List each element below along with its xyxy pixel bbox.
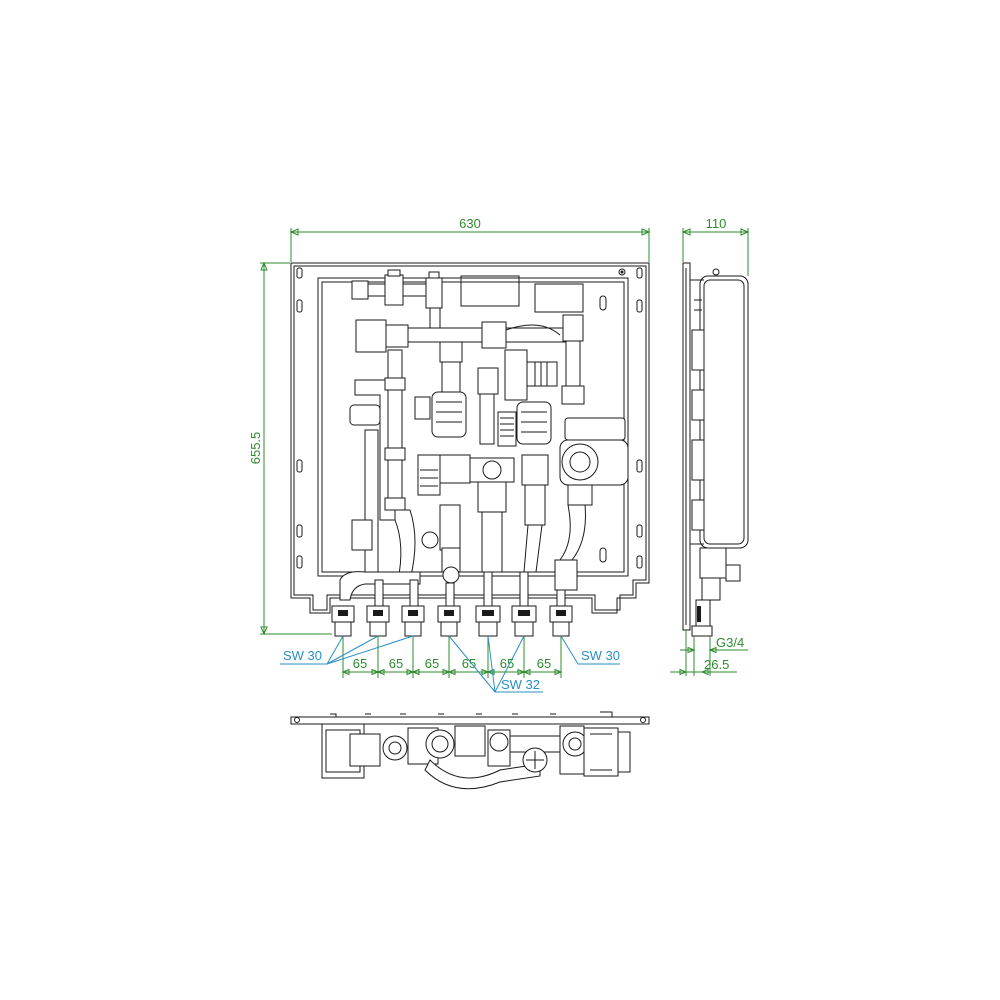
depth-label: 110 [706, 216, 727, 231]
bottom-connections [331, 571, 573, 637]
top-manifold [351, 269, 585, 405]
sw-right-label: SW 30 [581, 648, 620, 663]
spacing-label-2: 65 [389, 656, 403, 671]
spacing-label-4: 65 [462, 656, 476, 671]
center-valves [414, 341, 558, 584]
spacing-label-5: 65 [500, 656, 514, 671]
wrench-size-right: SW 30 [560, 635, 620, 665]
wrench-size-center: SW 32 [448, 635, 543, 693]
spacing-label-6: 65 [537, 656, 551, 671]
front-view [290, 262, 650, 637]
top-view [290, 711, 650, 790]
dimension-width: 630 [289, 216, 651, 262]
circulation-pump [554, 417, 629, 591]
dimension-offset: 26.5 [670, 630, 737, 676]
dimension-depth: 110 [681, 216, 750, 276]
sw-left-label: SW 30 [283, 648, 322, 663]
sw-center-label: SW 32 [501, 677, 540, 692]
dimension-thread: G3/4 [680, 635, 748, 676]
label-plate-right [534, 283, 584, 313]
dimension-height: 655.5 [248, 261, 332, 636]
wrench-size-left: SW 30 [280, 635, 414, 665]
height-label: 655.5 [248, 432, 263, 465]
thread-label: G3/4 [716, 635, 744, 650]
mounting-slots [296, 267, 643, 569]
spacing-label-1: 65 [353, 656, 367, 671]
left-pipes [339, 349, 421, 601]
label-plate-left [460, 275, 520, 307]
offset-label: 26.5 [704, 657, 729, 672]
dimension-spacing: 65 65 65 65 65 65 [341, 636, 563, 678]
spacing-label-3: 65 [425, 656, 439, 671]
side-view [682, 262, 749, 637]
width-label: 630 [459, 216, 481, 231]
